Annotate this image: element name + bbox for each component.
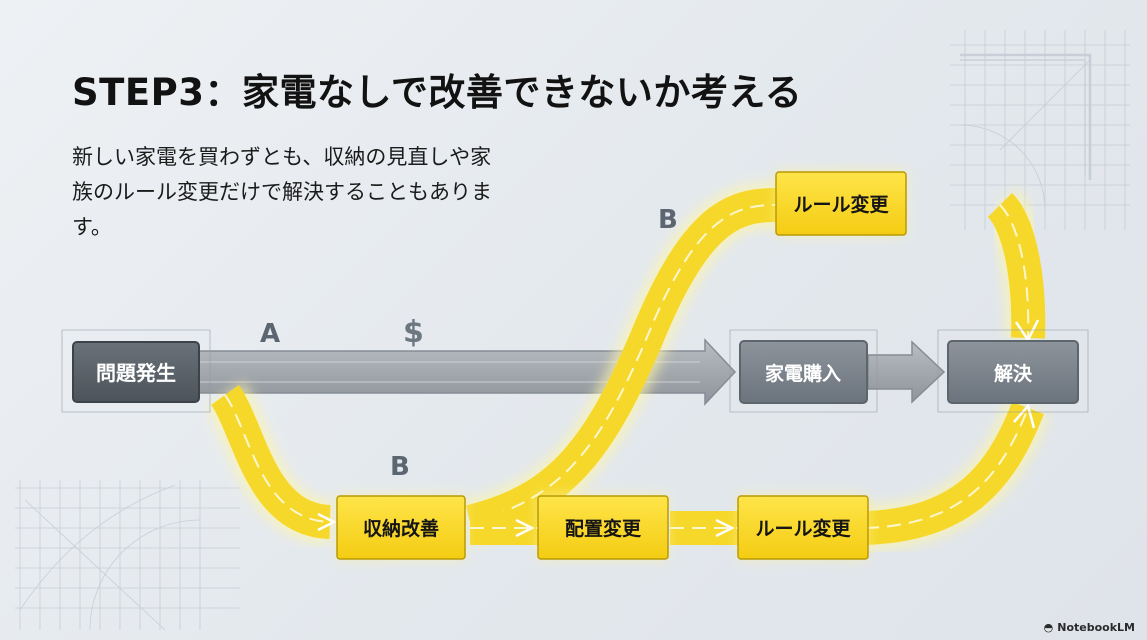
node-storage-improvement: 収納改善	[336, 494, 466, 560]
path-b-lower	[205, 381, 1050, 551]
brand-name: NotebookLM	[1057, 621, 1135, 634]
buy-to-solve-arrow	[867, 340, 946, 404]
route-label-b-lower: B	[390, 452, 410, 482]
slide-description: 新しい家電を買わずとも、収納の見直しや家族のルール変更だけで解決することもありま…	[72, 145, 492, 239]
node-rule-change-lower-label: ルール変更	[755, 517, 851, 540]
route-label-a: A	[260, 319, 280, 349]
slide-title: STEP3：家電なしで改善できないか考える	[72, 71, 803, 114]
node-rule-change-upper: ルール変更	[775, 170, 907, 236]
route-label-b-upper: B	[658, 205, 678, 235]
node-solved: 解決	[937, 329, 1089, 413]
node-problem-occurs-label: 問題発生	[96, 361, 176, 385]
node-buy-appliance-label: 家電購入	[765, 362, 841, 385]
notebooklm-logo-icon: ◓	[1043, 621, 1054, 634]
node-rule-change-lower: ルール変更	[737, 494, 869, 560]
node-layout-change: 配置変更	[537, 494, 669, 560]
node-rule-change-upper-label: ルール変更	[793, 193, 889, 216]
node-buy-appliance: 家電購入	[729, 329, 878, 413]
path-b-upper	[464, 182, 1052, 545]
node-solved-label: 解決	[994, 362, 1033, 385]
blueprint-grid-right	[950, 30, 1130, 230]
currency-label: $	[403, 315, 424, 350]
node-problem-occurs: 問題発生	[61, 329, 211, 413]
node-layout-change-label: 配置変更	[565, 517, 642, 540]
brand-watermark: ◓ NotebookLM	[1044, 621, 1135, 634]
blueprint-grid-left	[15, 480, 240, 631]
node-storage-improvement-label: 収納改善	[363, 517, 439, 540]
